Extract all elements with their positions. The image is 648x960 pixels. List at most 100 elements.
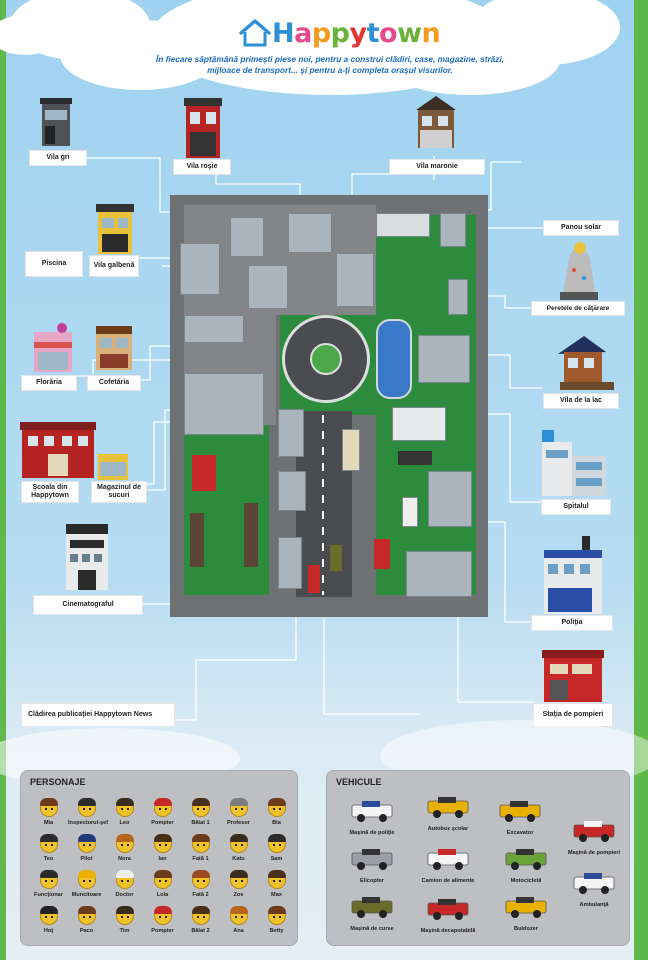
minifig-face-icon [77, 834, 96, 853]
character-name: Lola [156, 892, 169, 898]
character-name: Fată 2 [192, 892, 209, 898]
label-vila-lac: Vila de la lac [544, 394, 618, 408]
character-item: Muncitoare [68, 870, 105, 907]
minifig-face-icon [115, 798, 134, 817]
character-name: Mia [43, 820, 54, 826]
minifig-face-icon [77, 906, 96, 925]
vehicle-name: Motocicletă [510, 878, 542, 884]
vehicle-name: Maşină decapotabilă [420, 928, 476, 934]
minifig-face-icon [77, 798, 96, 817]
vehicle-icon [573, 821, 615, 842]
minifig-face-icon [115, 906, 134, 925]
house-icon [238, 18, 272, 48]
minifig-face-icon [77, 870, 96, 889]
character-item: Profesor [220, 798, 257, 835]
character-item: Teo [30, 834, 67, 871]
vehicle-icon [427, 849, 469, 870]
tagline: În fiecare săptămână primeşti piese noi,… [155, 54, 505, 75]
character-name: Katu [232, 856, 245, 862]
happytown-logo: Happytown [238, 14, 441, 52]
logo-letter: p [311, 17, 331, 49]
character-name: Bia [272, 820, 281, 826]
vehicle-icon [427, 797, 469, 818]
minifig-face-icon [39, 798, 58, 817]
climbing-wall-thumb [560, 242, 598, 300]
politia-thumb [544, 536, 602, 614]
character-item: Funcţionar [30, 870, 67, 907]
cofetaria-thumb [96, 326, 132, 370]
character-name: Teo [43, 856, 54, 862]
right-green-border [634, 0, 648, 960]
character-item: Băiat 2 [182, 906, 219, 943]
vehicle-item: Autobuz şcolar [413, 795, 483, 832]
label-cinematograful: Cinematograful [34, 596, 142, 614]
vehicle-name: Camion de alimente [421, 878, 475, 884]
minifig-face-icon [39, 906, 58, 925]
character-name: Tim [119, 928, 130, 934]
character-name: Ian [158, 856, 167, 862]
character-item: Pompier [144, 906, 181, 943]
character-name: Pilot [80, 856, 93, 862]
vila-gri-thumb [40, 98, 72, 146]
character-name: Doctor [115, 892, 134, 898]
label-vila-gri: Vila gri [30, 151, 86, 165]
magazinul-thumb [98, 454, 128, 480]
minifig-face-icon [153, 798, 172, 817]
label-cladirea-happytown-news: Clădirea publicaţiei Happytown News [22, 704, 174, 726]
vehicle-icon [573, 873, 615, 894]
vehicle-item: Maşină de pompieri [559, 819, 629, 856]
vehicle-item: Ambulanţă [559, 871, 629, 908]
character-item: Pilot [68, 834, 105, 871]
minifig-face-icon [153, 870, 172, 889]
vehicle-name: Ambulanţă [579, 902, 609, 908]
vehicle-name: Maşină de pompieri [567, 850, 621, 856]
character-item: Nora [106, 834, 143, 871]
minifig-face-icon [39, 834, 58, 853]
character-item: Inspectorul-şef [68, 798, 109, 835]
vehicle-name: Excavator [506, 830, 534, 836]
label-floraria: Florăria [22, 376, 76, 390]
character-item: Max [258, 870, 295, 907]
label-statia-pompieri: Staţia de pompieri [534, 704, 612, 726]
character-name: Sam [270, 856, 283, 862]
vehicle-name: Maşină de curse [350, 926, 394, 932]
logo-letter: p [330, 17, 350, 49]
vehicle-icon [351, 801, 393, 822]
minifig-face-icon [229, 870, 248, 889]
vehicle-icon [505, 897, 547, 918]
vehicle-icon [351, 849, 393, 870]
minifig-face-icon [267, 870, 286, 889]
vehicle-name: Autobuz şcolar [427, 826, 469, 832]
character-name: Betty [269, 928, 284, 934]
character-item: Zoe [220, 870, 257, 907]
minifig-face-icon [191, 834, 210, 853]
minifig-face-icon [229, 798, 248, 817]
logo-letter: o [379, 17, 398, 49]
minifig-face-icon [229, 906, 248, 925]
character-item: Ana [220, 906, 257, 943]
vehicle-name: Buldozer [514, 926, 538, 932]
character-name: Hoţ [43, 928, 54, 934]
vehicle-icon [505, 849, 547, 870]
character-name: Fată 1 [192, 856, 209, 862]
logo-letter: H [272, 17, 295, 49]
character-name: Băiat 2 [191, 928, 210, 934]
vila-rosie-thumb [184, 98, 222, 158]
character-name: Inspectorul-şef [68, 820, 109, 826]
minifig-face-icon [191, 906, 210, 925]
character-name: Paco [79, 928, 94, 934]
vehicle-name: Maşină de poliţie [349, 830, 395, 836]
vehicle-item: Elicopter [337, 847, 407, 884]
minifig-face-icon [191, 870, 210, 889]
minifig-face-icon [39, 870, 58, 889]
logo-letter: y [349, 17, 368, 49]
minifig-face-icon [229, 834, 248, 853]
character-name: Pompier [151, 820, 174, 826]
vehicle-icon [427, 899, 469, 920]
label-vila-galbena: Vila galbenă [90, 256, 138, 276]
character-item: Sam [258, 834, 295, 871]
vehicle-item: Maşină decapotabilă [413, 897, 483, 934]
character-name: Nora [118, 856, 131, 862]
character-item: Fată 2 [182, 870, 219, 907]
